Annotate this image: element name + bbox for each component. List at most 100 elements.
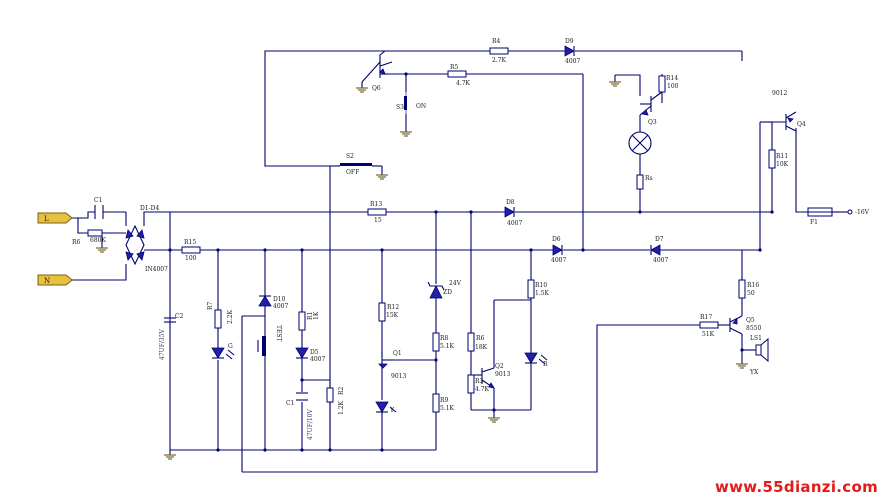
- resistor-r4: [489, 47, 509, 55]
- resistor-r15: [181, 246, 201, 254]
- label-yx: YX: [749, 369, 759, 376]
- label-r6: R6: [72, 239, 81, 246]
- label-r12: R12: [387, 304, 399, 311]
- label-d8: D8: [506, 199, 515, 206]
- label-c2-val: 47UF/35V: [159, 328, 166, 360]
- label-led-g: G: [228, 343, 233, 350]
- resistor-r12: [378, 302, 386, 322]
- label-r17: R17: [700, 314, 712, 321]
- label-r10: R10: [535, 282, 547, 289]
- label-d8-val: 4007: [507, 220, 522, 227]
- label-r3-val: 4.7K: [475, 386, 490, 393]
- label-r6-val: 680K: [90, 237, 106, 244]
- label-q6: Q6: [372, 85, 381, 92]
- label-test: TEST: [275, 325, 282, 342]
- label-r5: R5: [450, 64, 459, 71]
- bridge-rectifier: [125, 224, 145, 266]
- resistor-r13: [367, 208, 387, 216]
- label-r10-val: 1.5K: [535, 290, 550, 297]
- label-r15: R15: [184, 239, 196, 246]
- switch-s2: [340, 163, 372, 166]
- resistor-r10: [527, 279, 535, 299]
- label-s3: S3: [396, 104, 404, 111]
- component-labels: R4 2.7K D9 4007 Q6 R5 4.7K S3 ON S2 OFF …: [72, 38, 818, 440]
- led-green: [211, 347, 235, 360]
- resistor-r14: [658, 75, 666, 93]
- watermark[interactable]: www.55dianzi.com: [714, 478, 878, 496]
- switch-test: [257, 336, 266, 356]
- junctions: [168, 72, 774, 452]
- speaker-ls1: [755, 337, 769, 363]
- label-r11: R11: [776, 153, 788, 160]
- resistor-r11: [768, 149, 776, 169]
- terminal-neutral: N: [37, 274, 73, 286]
- label-d5-val: 4007: [310, 356, 325, 363]
- label-r9: R9: [440, 397, 449, 404]
- label-c1-top: C1: [94, 197, 102, 204]
- label-r9-val: 5.1K: [440, 405, 455, 412]
- label-r1: R1: [307, 312, 314, 320]
- resistor-r8: [432, 332, 440, 352]
- diode-d5: [295, 347, 309, 359]
- label-r7: R7: [207, 301, 214, 310]
- transistor-q1: [378, 352, 394, 369]
- label-q4-part: 9012: [772, 90, 787, 97]
- label-q1-part: 9013: [391, 373, 406, 380]
- label-r7-val: 2.2K: [227, 309, 234, 324]
- transistor-q6: [379, 60, 393, 78]
- label-r14: R14: [666, 75, 678, 82]
- diode-d8: [504, 206, 515, 218]
- transistor-q4: [785, 111, 797, 132]
- label-d5: D5: [310, 349, 319, 356]
- label-r16: R16: [747, 282, 759, 289]
- label-d6-val: 4007: [551, 257, 566, 264]
- label-q5-part: 8550: [746, 325, 761, 332]
- label-d7: D7: [655, 236, 664, 243]
- label-rs: Rs: [645, 175, 653, 182]
- label-ls: LS1: [750, 335, 762, 342]
- label-c1-val: 47UF/10V: [307, 408, 314, 440]
- svg-text:L: L: [44, 215, 49, 223]
- label-r13: R13: [370, 201, 382, 208]
- label-r6b: R6: [476, 335, 485, 342]
- label-q2: Q2: [495, 363, 504, 370]
- label-zd-name: ZD: [443, 289, 452, 296]
- label-r13-val: 15: [374, 217, 382, 224]
- led-red: [524, 352, 548, 365]
- label-c1-bot: C1: [286, 400, 294, 407]
- terminal-dc: -16V: [847, 209, 870, 216]
- label-bridge-part: IN4007: [145, 266, 168, 273]
- label-r2-val: 1.2K: [338, 400, 345, 415]
- resistor-r6: [87, 229, 103, 237]
- resistor-r9: [432, 393, 440, 413]
- svg-text:-16V: -16V: [855, 209, 870, 216]
- resistor-r2: [326, 387, 334, 403]
- svg-text:N: N: [44, 277, 50, 285]
- label-r6b-val: 18K: [475, 344, 488, 351]
- label-d10: D10: [273, 296, 286, 303]
- lamp: [628, 131, 652, 155]
- label-r8-val: 5.1K: [440, 343, 455, 350]
- resistor-r16: [738, 279, 746, 299]
- label-q5: Q5: [746, 317, 755, 324]
- capacitor-c1-top: [94, 205, 104, 219]
- diode-d9: [564, 45, 575, 57]
- label-r1-val: 1K: [313, 311, 320, 320]
- wires: [72, 50, 848, 473]
- switch-s3: [404, 92, 407, 114]
- resistor-rs: [636, 174, 644, 190]
- transistor-q3: [640, 91, 663, 116]
- led-yellow: [375, 401, 397, 413]
- label-bridge: D1-D4: [140, 205, 159, 212]
- label-d10-val: 4007: [273, 303, 288, 310]
- label-r4-val: 2.7K: [492, 57, 507, 64]
- label-r15-val: 100: [185, 255, 197, 262]
- label-d6: D6: [552, 236, 561, 243]
- resistor-r17: [699, 321, 719, 329]
- diode-d10: [258, 295, 272, 307]
- label-zd: 24V: [449, 280, 462, 287]
- resistor-r7: [214, 309, 222, 329]
- label-r12-val: 15K: [386, 312, 399, 319]
- diode-d6: [552, 244, 563, 256]
